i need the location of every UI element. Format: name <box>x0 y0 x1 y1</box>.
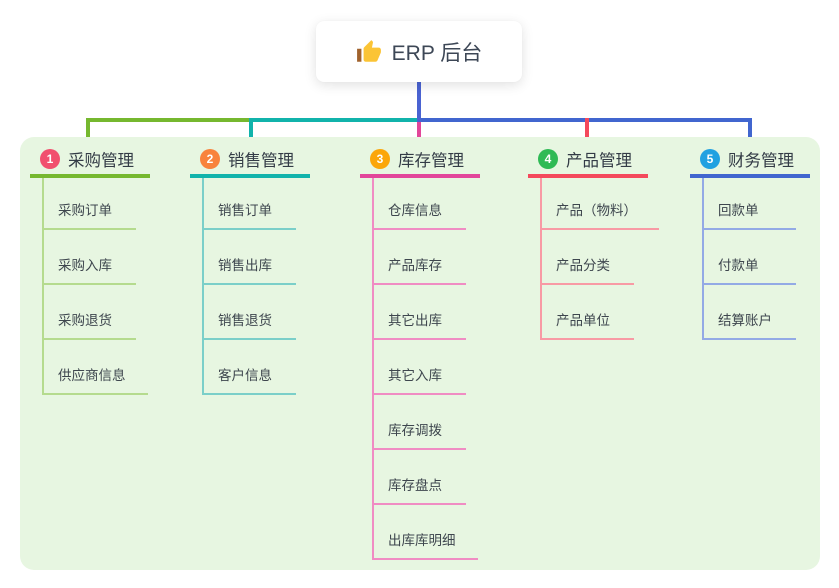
root-node[interactable]: ERP 后台 <box>316 21 522 82</box>
branch-children: 产品（物料） 产品分类 产品单位 <box>540 178 678 340</box>
branch-header-purchase[interactable]: 1 采购管理 <box>30 148 150 178</box>
child-node[interactable]: 仓库信息 <box>374 178 466 230</box>
connector-branch-sales <box>249 118 421 122</box>
child-node[interactable]: 采购订单 <box>44 178 136 230</box>
branch-children: 仓库信息 产品库存 其它出库 其它入库 库存调拨 库存盘点 出库库明细 <box>372 178 510 560</box>
branch-number-badge: 3 <box>370 149 390 169</box>
branch-number-badge: 4 <box>538 149 558 169</box>
child-node[interactable]: 采购退货 <box>44 285 136 340</box>
branch-children: 销售订单 销售出库 销售退货 客户信息 <box>202 178 340 395</box>
branch-header-finance[interactable]: 5 财务管理 <box>690 148 810 178</box>
child-node[interactable]: 出库库明细 <box>374 505 478 560</box>
branch-number-badge: 2 <box>200 149 220 169</box>
branch-label: 采购管理 <box>68 152 134 170</box>
branch-header-inventory[interactable]: 3 库存管理 <box>360 148 480 178</box>
branch-sales: 2 销售管理 销售订单 销售出库 销售退货 客户信息 <box>190 148 340 395</box>
child-node[interactable]: 库存调拨 <box>374 395 466 450</box>
branch-product: 4 产品管理 产品（物料） 产品分类 产品单位 <box>528 148 678 340</box>
child-node[interactable]: 结算账户 <box>704 285 796 340</box>
child-node[interactable]: 库存盘点 <box>374 450 466 505</box>
child-node[interactable]: 产品库存 <box>374 230 466 285</box>
child-node[interactable]: 销售出库 <box>204 230 296 285</box>
branch-label: 财务管理 <box>728 152 794 170</box>
branch-label: 库存管理 <box>398 152 464 170</box>
connector-drop-sales <box>249 118 253 144</box>
thumbs-up-icon <box>356 39 382 65</box>
branches-panel <box>20 137 820 570</box>
branch-header-product[interactable]: 4 产品管理 <box>528 148 648 178</box>
child-node[interactable]: 产品单位 <box>542 285 634 340</box>
child-node[interactable]: 其它入库 <box>374 340 466 395</box>
child-node[interactable]: 销售退货 <box>204 285 296 340</box>
connector-drop-product <box>585 118 589 144</box>
child-node[interactable]: 供应商信息 <box>44 340 148 395</box>
child-node[interactable]: 销售订单 <box>204 178 296 230</box>
branch-label: 销售管理 <box>228 152 294 170</box>
child-node[interactable]: 产品分类 <box>542 230 634 285</box>
branch-purchase: 1 采购管理 采购订单 采购入库 采购退货 供应商信息 <box>30 148 180 395</box>
branch-finance: 5 财务管理 回款单 付款单 结算账户 <box>690 148 839 340</box>
connector-drop-inventory <box>417 121 421 148</box>
branch-children: 回款单 付款单 结算账户 <box>702 178 839 340</box>
branch-label: 产品管理 <box>566 152 632 170</box>
child-node[interactable]: 采购入库 <box>44 230 136 285</box>
child-node[interactable]: 回款单 <box>704 178 796 230</box>
branch-number-badge: 1 <box>40 149 60 169</box>
connector-drop-purchase <box>86 118 90 144</box>
child-node[interactable]: 付款单 <box>704 230 796 285</box>
branch-inventory: 3 库存管理 仓库信息 产品库存 其它出库 其它入库 库存调拨 库存盘点 出库库… <box>360 148 510 560</box>
branch-header-sales[interactable]: 2 销售管理 <box>190 148 310 178</box>
root-label: ERP 后台 <box>391 41 483 65</box>
branch-children: 采购订单 采购入库 采购退货 供应商信息 <box>42 178 180 395</box>
connector-root-stem <box>417 82 421 122</box>
child-node[interactable]: 客户信息 <box>204 340 296 395</box>
child-node[interactable]: 其它出库 <box>374 285 466 340</box>
branch-number-badge: 5 <box>700 149 720 169</box>
connector-drop-finance <box>748 118 752 144</box>
child-node[interactable]: 产品（物料） <box>542 178 659 230</box>
